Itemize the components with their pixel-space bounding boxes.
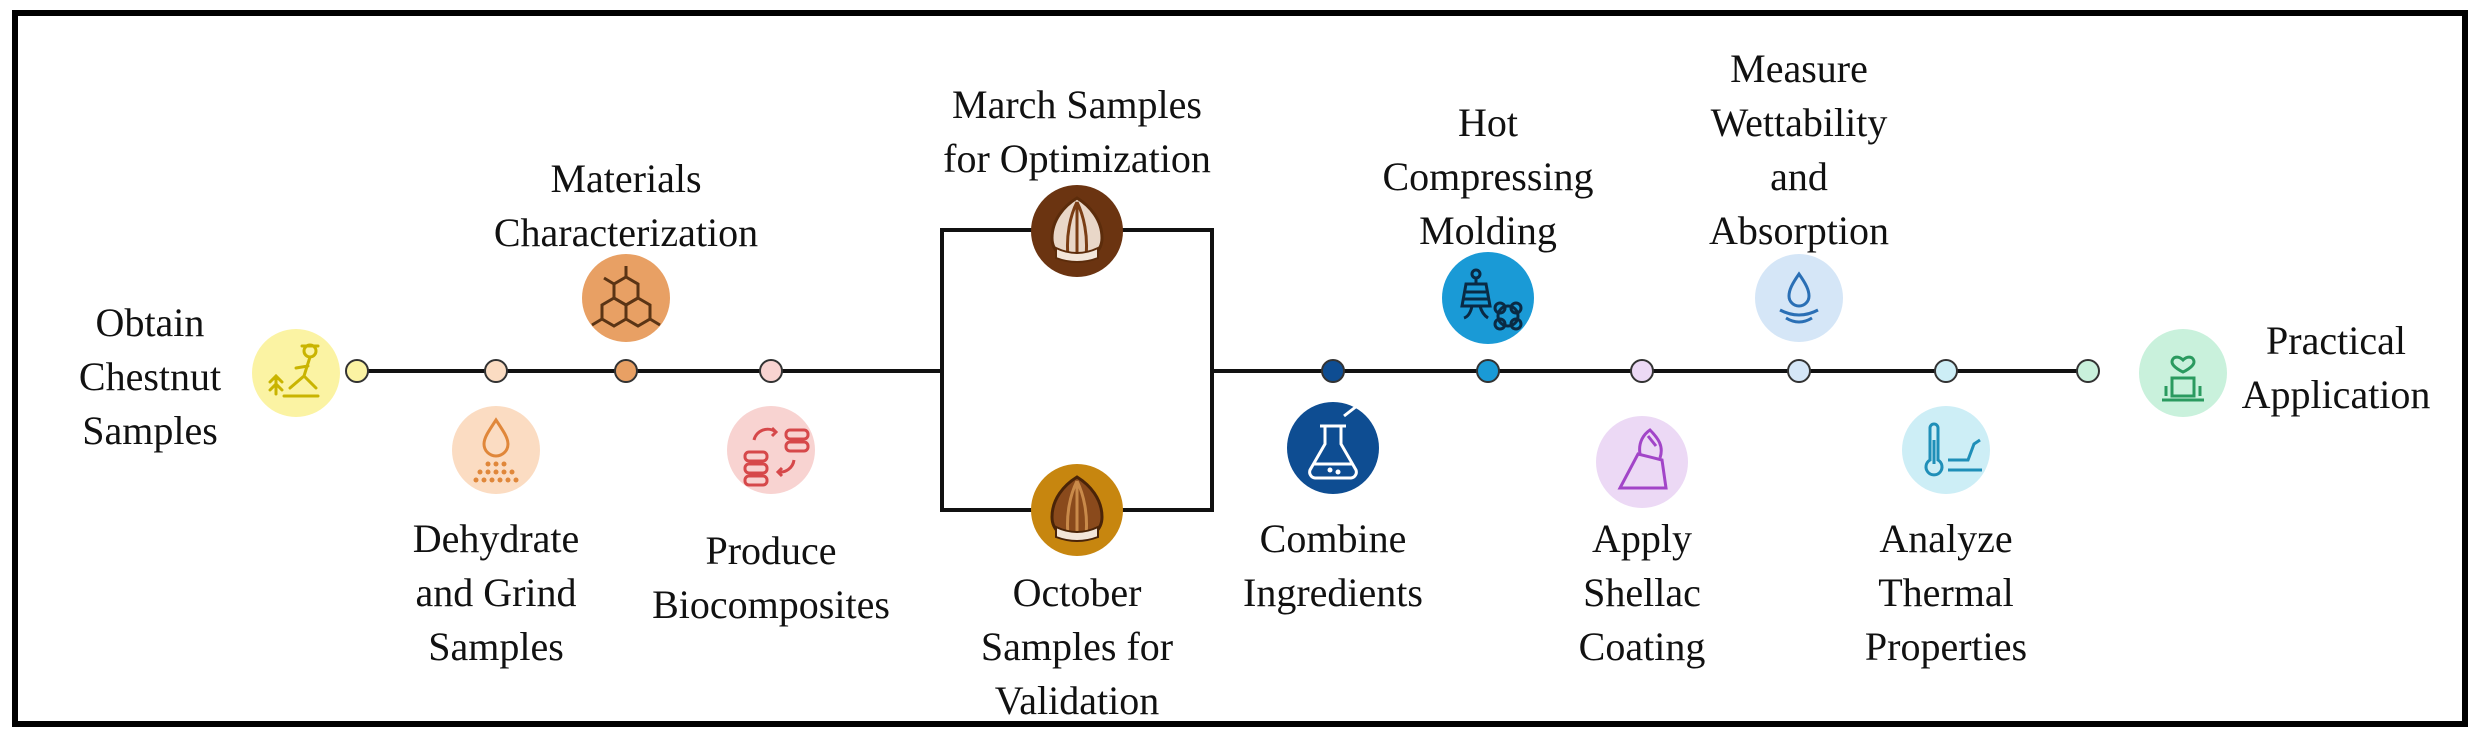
dot-dehydrate [484, 359, 508, 383]
farmer-harvesting-icon [252, 329, 340, 417]
dot-wettability [1787, 359, 1811, 383]
candle-heart-icon [2139, 329, 2227, 417]
dot-practical [2076, 359, 2100, 383]
timeline-dots [345, 359, 2100, 383]
dot-obtain [345, 359, 369, 383]
molecule-structure-icon [582, 254, 670, 342]
dot-thermal [1934, 359, 1958, 383]
chestnut-icon [1031, 464, 1123, 556]
press-mold-icon [1442, 252, 1534, 344]
brush-coating-icon [1596, 416, 1688, 508]
flask-icon [1287, 398, 1379, 494]
dot-hot [1476, 359, 1500, 383]
thermometer-graph-icon [1902, 406, 1990, 494]
chestnut-icon [1031, 185, 1123, 277]
water-drop-grind-icon [452, 406, 540, 494]
dot-materials [614, 359, 638, 383]
dot-combine [1321, 359, 1345, 383]
dot-shellac [1630, 359, 1654, 383]
dot-produce [759, 359, 783, 383]
droplet-ripple-icon [1755, 254, 1843, 342]
stacked-samples-icon [727, 406, 815, 494]
workflow-diagram [252, 185, 2227, 556]
